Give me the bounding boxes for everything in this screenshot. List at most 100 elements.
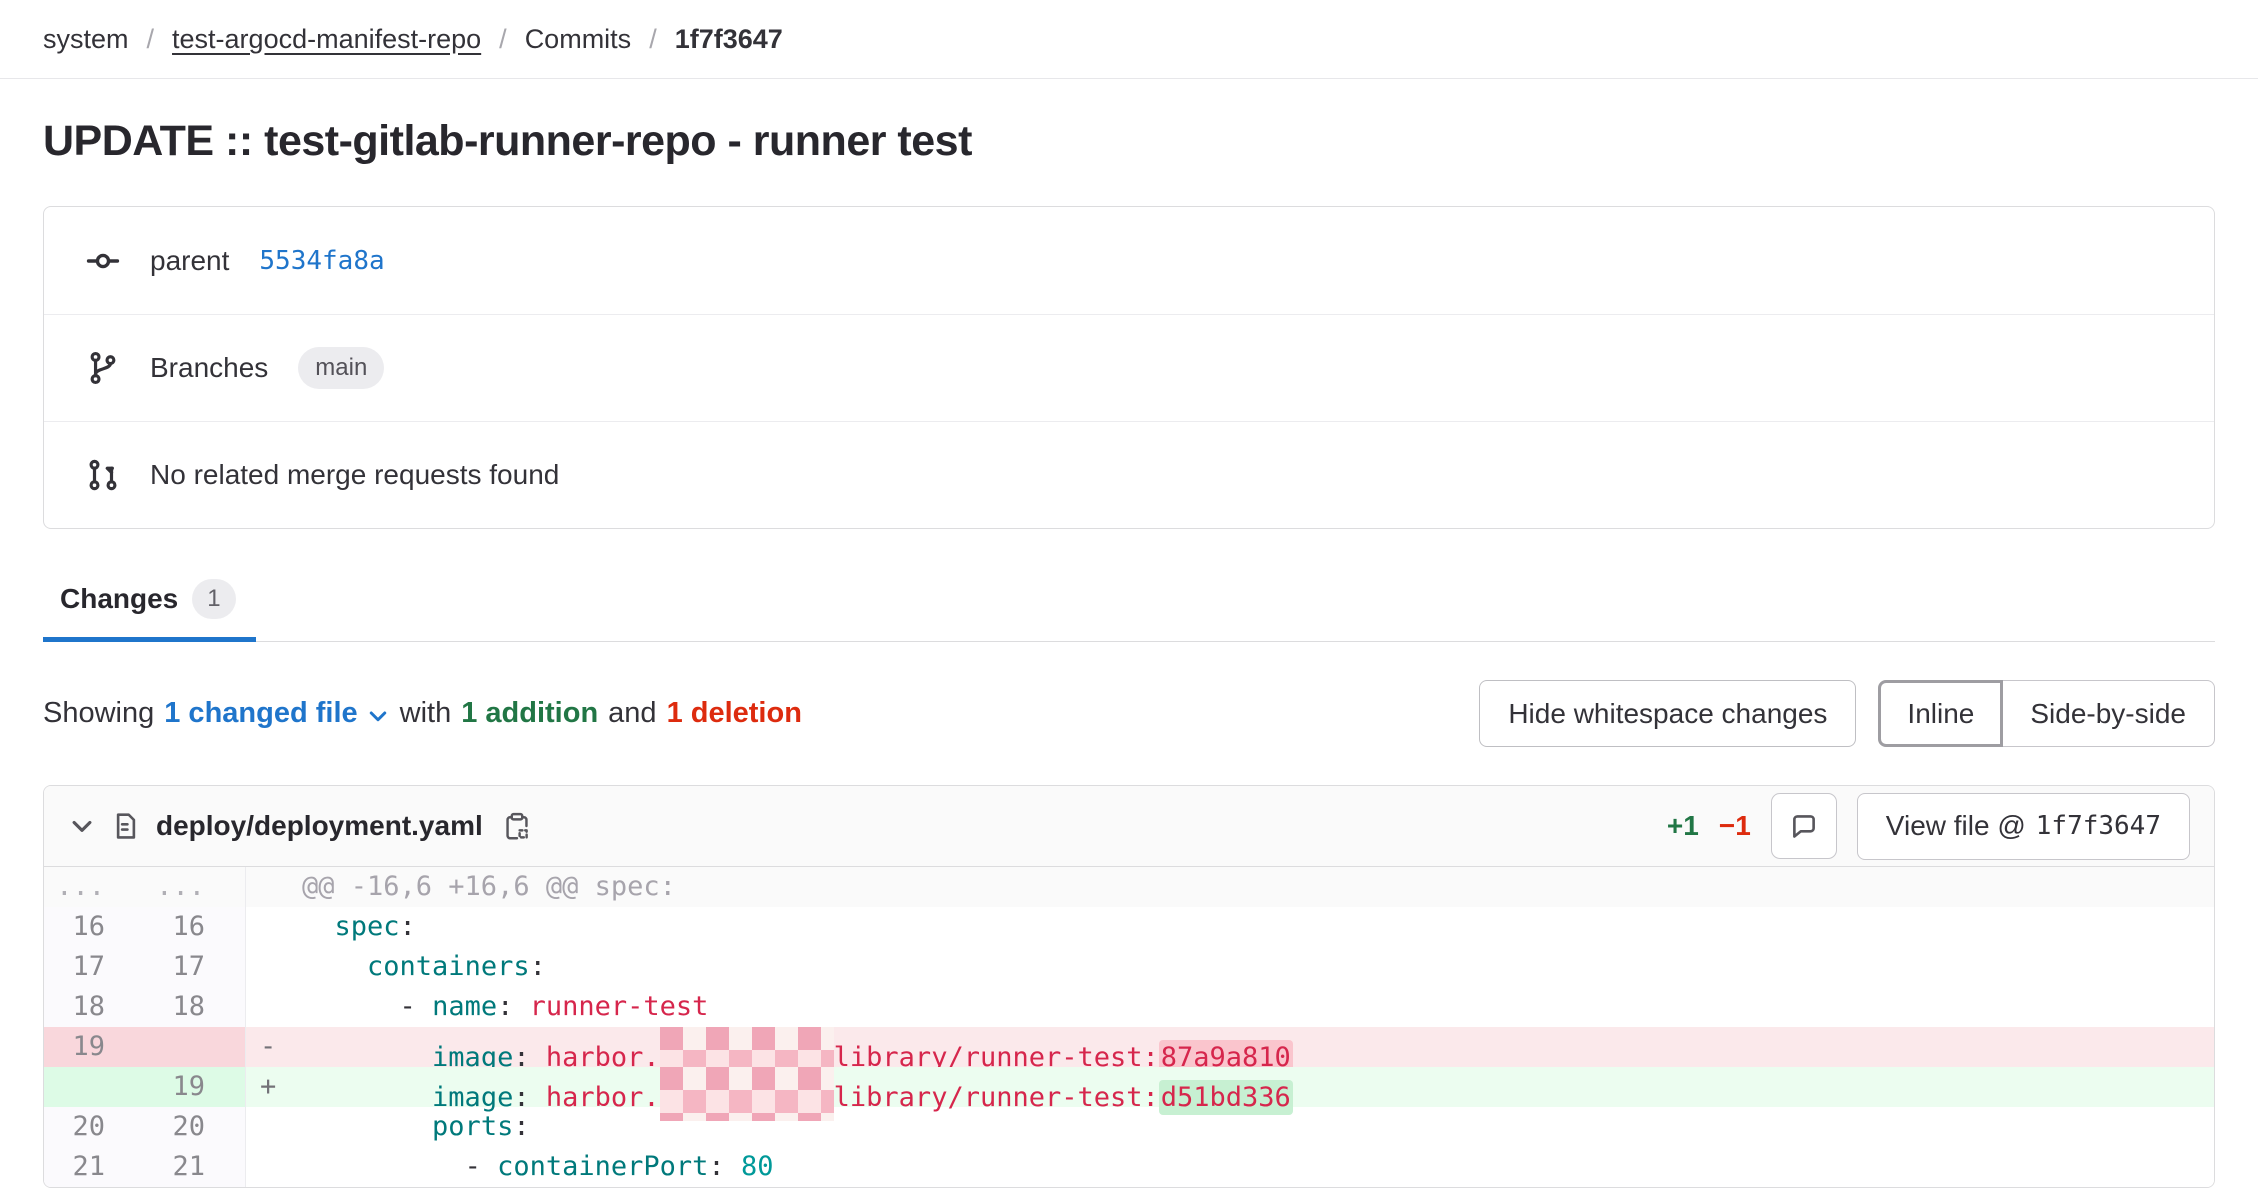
code-token: d51bd336 (1158, 1080, 1293, 1115)
diff-code-line: image: harbor.library/runner-test:87a9a8… (290, 1027, 2214, 1081)
diff-code-line: - containerPort: 80 (290, 1147, 2214, 1187)
diff-code-line: spec: (290, 907, 2214, 947)
deletions-count: 1 deletion (666, 697, 802, 729)
no-merge-requests-text: No related merge requests found (150, 459, 560, 490)
breadcrumb-item-system[interactable]: system (43, 23, 129, 54)
commit-icon (86, 253, 120, 268)
diff-line-number-new[interactable]: 17 (145, 947, 246, 987)
diff-line-marker (246, 867, 290, 907)
code-token: containers (367, 951, 530, 982)
code-token: image (432, 1082, 514, 1113)
diff-row: 19+ image: harbor.library/runner-test:d5… (44, 1067, 2214, 1121)
diff-code-line: - name: runner-test (290, 987, 2214, 1027)
diff-line-number-new[interactable]: 19 (145, 1067, 246, 1107)
diff-line-marker (246, 987, 290, 1027)
tab-changes-label: Changes (60, 583, 179, 614)
code-token: : (513, 1042, 530, 1073)
tabs: Changes 1 (43, 579, 2215, 642)
branches-label: Branches (150, 352, 269, 383)
comment-icon (1792, 815, 1815, 838)
code-token: @@ -16,6 +16,6 @@ spec: (302, 871, 676, 902)
code-token: : (513, 1111, 530, 1142)
diff-line-number-old: ... (44, 867, 145, 907)
code-token: name (432, 991, 498, 1022)
code-token: library/runner-test: (833, 1082, 1159, 1113)
tab-changes[interactable]: Changes 1 (43, 579, 256, 642)
diff-file-card: deploy/deployment.yaml +1 −1 (43, 785, 2215, 1188)
diff-row: 19 - image: harbor.library/runner-test:87… (44, 1027, 2214, 1081)
diff-line-marker: - (246, 1027, 290, 1067)
collapse-chevron-icon[interactable] (68, 812, 96, 840)
breadcrumb-item-commits[interactable]: Commits (524, 23, 632, 54)
file-header-actions: +1 −1 View file @ 1f7f3647 (1666, 792, 2190, 860)
code-token: : (399, 911, 416, 942)
diff-row: ......@@ -16,6 +16,6 @@ spec: (44, 867, 2214, 907)
branches-row: Branches main (44, 314, 2214, 421)
code-token (725, 1151, 741, 1182)
parent-commit-row: parent 5534fa8a (44, 207, 2214, 314)
code-token: harbor. (545, 1082, 660, 1113)
code-token: containerPort (497, 1151, 709, 1182)
side-by-side-view-button[interactable]: Side-by-side (2002, 680, 2215, 747)
diff-line-number-old[interactable]: 17 (44, 947, 145, 987)
changed-file-label: 1 changed file (164, 697, 358, 729)
diff-summary-row: Showing 1 changed file with 1 addition a… (43, 680, 2215, 747)
diff-code-line: containers: (290, 947, 2214, 987)
changed-file-dropdown[interactable]: 1 changed file (164, 697, 389, 730)
view-file-button[interactable]: View file @ 1f7f3647 (1856, 792, 2190, 860)
clipboard-copy-icon (506, 812, 528, 840)
diff-line-number-new[interactable] (145, 1027, 246, 1067)
showing-label: Showing (43, 697, 155, 729)
diff-code-line: image: harbor. library/runner-test:d51bd3… (290, 1067, 2214, 1121)
diff-line-number-new[interactable]: 16 (145, 907, 246, 947)
and-label: and (608, 697, 657, 729)
chevron-down-icon (369, 711, 386, 721)
breadcrumb-item-repo[interactable]: test-argocd-manifest-repo (172, 23, 482, 54)
file-path[interactable]: deploy/deployment.yaml (156, 810, 483, 841)
diff-line-number-old[interactable]: 18 (44, 987, 145, 1027)
diff-line-number-new[interactable]: 21 (145, 1147, 246, 1187)
diff-line-number-old[interactable]: 20 (44, 1107, 145, 1147)
inline-view-button[interactable]: Inline (1878, 680, 2004, 747)
diff-line-number-new[interactable]: 18 (145, 987, 246, 1027)
code-token (302, 1151, 465, 1182)
diff-line-marker (246, 907, 290, 947)
parent-sha-link[interactable]: 5534fa8a (259, 245, 385, 276)
merge-requests-row: No related merge requests found (44, 421, 2214, 528)
code-token (302, 991, 400, 1022)
diff-line-number-old[interactable]: 16 (44, 907, 145, 947)
diff-code-line: @@ -16,6 +16,6 @@ spec: (290, 867, 2214, 907)
breadcrumb-separator: / (499, 23, 507, 54)
diff-view-controls: Hide whitespace changes Inline Side-by-s… (1479, 680, 2215, 747)
page-title: UPDATE :: test-gitlab-runner-repo - runn… (43, 117, 972, 165)
code-token: 80 (740, 1151, 774, 1182)
branch-badge[interactable]: main (298, 347, 385, 389)
with-label: with (399, 697, 452, 729)
copy-file-path-button[interactable] (499, 808, 535, 844)
redacted-registry-host (659, 1067, 834, 1121)
diff-line-number-old[interactable]: 19 (44, 1027, 145, 1067)
code-token: : (529, 951, 546, 982)
file-additions: +1 (1666, 810, 1699, 841)
diff-line-marker (246, 1147, 290, 1187)
diff-line-number-old[interactable]: 21 (44, 1147, 145, 1187)
diff-line-number-new[interactable]: 20 (145, 1107, 246, 1147)
commit-info-card: parent 5534fa8a Branches main No related… (43, 206, 2215, 529)
breadcrumb-separator: / (146, 23, 155, 54)
code-token (302, 1111, 432, 1142)
code-token (302, 951, 367, 982)
breadcrumb: system / test-argocd-manifest-repo / Com… (0, 0, 2258, 79)
code-token: : (513, 1082, 530, 1113)
code-token: ports (432, 1111, 514, 1142)
hide-whitespace-button[interactable]: Hide whitespace changes (1479, 680, 1857, 747)
code-token (302, 911, 335, 942)
toggle-comments-button[interactable] (1770, 793, 1837, 859)
merge-request-icon (89, 459, 117, 491)
diff-line-number-old[interactable] (44, 1067, 145, 1107)
diff-stats-text: Showing 1 changed file with 1 addition a… (43, 697, 802, 730)
